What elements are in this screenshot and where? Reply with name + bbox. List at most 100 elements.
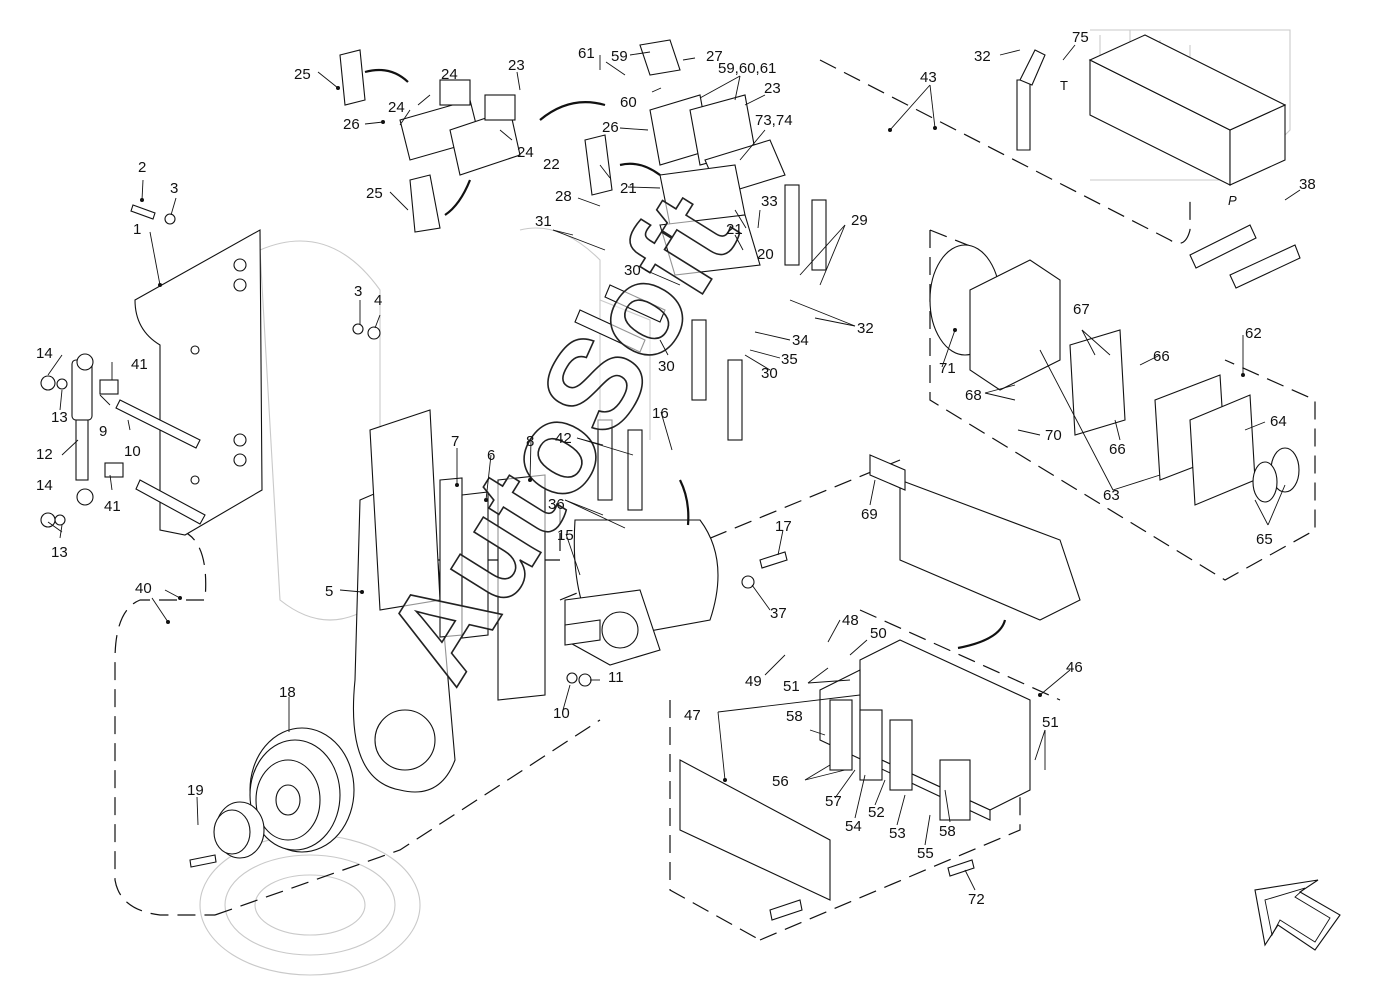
- callout-51: 51: [1042, 714, 1059, 731]
- callout-22: 22: [543, 156, 560, 173]
- callout-30: 30: [658, 358, 675, 375]
- callout-26: 26: [343, 116, 360, 133]
- callout-24: 24: [517, 144, 534, 161]
- part-1-mounting-plate: [134, 229, 263, 536]
- leader-lines: [47, 44, 1301, 891]
- part-15-motor: [564, 519, 719, 666]
- callout-72: 72: [968, 891, 985, 908]
- callout-14: 14: [36, 477, 53, 494]
- callout-47: 47: [684, 707, 701, 724]
- callout-27: 27: [706, 48, 723, 65]
- callout-48: 48: [842, 612, 859, 629]
- part-62-valve-block-right: [1088, 34, 1287, 186]
- arrow-icon: [957, 619, 1007, 650]
- callout-42: 42: [555, 430, 572, 447]
- callout-8: 8: [526, 433, 534, 450]
- callout-61: 61: [578, 45, 595, 62]
- callout-3: 3: [354, 283, 362, 300]
- leader-dots: [140, 86, 1245, 782]
- callout-70: 70: [1045, 427, 1062, 444]
- arrow-icon: [679, 479, 690, 526]
- callout-16: 16: [652, 405, 669, 422]
- callout-53: 53: [889, 825, 906, 842]
- callout-18: 18: [279, 684, 296, 701]
- callout-21: 21: [726, 221, 743, 238]
- arrow-icon: [619, 162, 661, 176]
- callout-10: 10: [124, 443, 141, 460]
- callout-24: 24: [441, 66, 458, 83]
- callout-33: 33: [761, 193, 778, 210]
- callout-21: 21: [620, 180, 637, 197]
- callout-35: 35: [781, 351, 798, 368]
- callouts: 1 2 3 3 4 5 6 7 8 9 10 10 11 12 13 13 14…: [36, 29, 1316, 908]
- callout-67: 67: [1073, 301, 1090, 318]
- callout-10: 10: [553, 705, 570, 722]
- callout-15: 15: [557, 527, 574, 544]
- callout-64: 64: [1270, 413, 1287, 430]
- callout-55: 55: [917, 845, 934, 862]
- callout-19: 19: [187, 782, 204, 799]
- callout-58: 58: [939, 823, 956, 840]
- callout-41: 41: [104, 498, 121, 515]
- part-5-arm: [352, 409, 456, 793]
- callout-58: 58: [786, 708, 803, 725]
- callout-51: 51: [783, 678, 800, 695]
- callout-60: 60: [620, 94, 637, 111]
- callout-29: 29: [851, 212, 868, 229]
- callout-52: 52: [868, 804, 885, 821]
- callout-66: 66: [1109, 441, 1126, 458]
- callout-2: 2: [138, 159, 146, 176]
- callout-23: 23: [508, 57, 525, 74]
- part-46-electrical-box: [679, 479, 1081, 901]
- callout-20: 20: [757, 246, 774, 263]
- hoses-center: [574, 79, 1301, 511]
- callout-13: 13: [51, 544, 68, 561]
- callout-69: 69: [861, 506, 878, 523]
- callout-25: 25: [294, 66, 311, 83]
- arrow-icon: [539, 101, 606, 121]
- callout-14: 14: [36, 345, 53, 362]
- parts-6-7-8-plates: [439, 474, 546, 701]
- callout-30: 30: [624, 262, 641, 279]
- callout-34: 34: [792, 332, 809, 349]
- callout-54: 54: [845, 818, 862, 835]
- callout-4: 4: [374, 292, 382, 309]
- callout-68: 68: [965, 387, 982, 404]
- callout-38: 38: [1299, 176, 1316, 193]
- orientation-arrow-icon: [1254, 879, 1341, 951]
- callout-26: 26: [602, 119, 619, 136]
- callout-3: 3: [170, 180, 178, 197]
- callout-24: 24: [388, 99, 405, 116]
- callout-46: 46: [1066, 659, 1083, 676]
- callout-32: 32: [857, 320, 874, 337]
- port-label-p: P: [1228, 193, 1237, 208]
- callout-9: 9: [99, 423, 107, 440]
- part-12-gas-strut: [71, 353, 94, 506]
- callout-28: 28: [555, 188, 572, 205]
- callout-75: 75: [1072, 29, 1089, 46]
- callout-1: 1: [133, 221, 141, 238]
- callout-37: 37: [770, 605, 787, 622]
- ghost-outlines: [199, 29, 1291, 976]
- callout-12: 12: [36, 446, 53, 463]
- valve-assembly-top-left: [339, 49, 521, 233]
- callout-32: 32: [974, 48, 991, 65]
- terminal-blocks: [829, 699, 971, 821]
- callout-59: 59: [611, 48, 628, 65]
- callout-11: 11: [608, 669, 624, 686]
- part-19-hub: [189, 801, 265, 868]
- port-label-t: T: [1060, 78, 1068, 93]
- callout-49: 49: [745, 673, 762, 690]
- callout-6: 6: [487, 447, 495, 464]
- callout-57: 57: [825, 793, 842, 810]
- callout-56: 56: [772, 773, 789, 790]
- callout-5: 5: [325, 583, 333, 600]
- callout-62: 62: [1245, 325, 1262, 342]
- callout-36: 36: [548, 496, 565, 513]
- callout-71: 71: [939, 360, 956, 377]
- direction-arrows: [364, 68, 1007, 650]
- callout-30: 30: [761, 365, 778, 382]
- callout-13: 13: [51, 409, 68, 426]
- callout-23: 23: [764, 80, 781, 97]
